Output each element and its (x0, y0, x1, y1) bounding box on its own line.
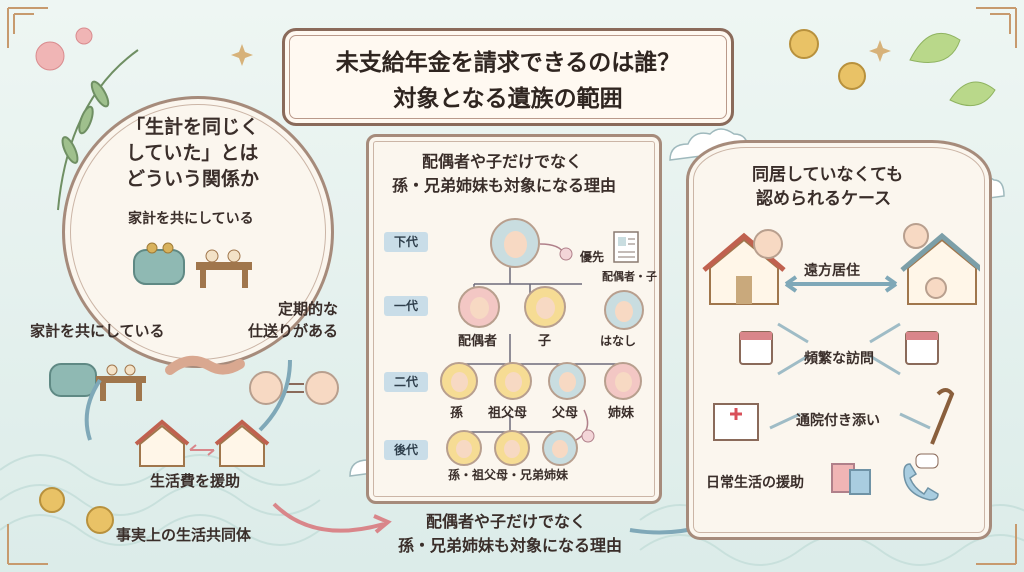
cases-illustration (702, 223, 980, 501)
right-heading-2: 認められるケース (756, 189, 892, 209)
support-flow-illustration (49, 355, 339, 467)
circle-heading-2: していた」とは (126, 142, 259, 164)
generation-tag-1: 下代 (384, 232, 428, 252)
document-label: 配偶者・子 (602, 270, 657, 283)
remittance-label-1: 定期的な (278, 300, 339, 318)
remittance-label-2: 仕送りがある (248, 322, 339, 340)
daily-support-label: 日常生活の援助 (706, 475, 804, 491)
right-heading-1: 同居していなくても (752, 165, 904, 185)
bottom-caption-2: 孫・兄弟姉妹も対象になる理由 (398, 536, 623, 555)
living-support-label: 生活費を援助 (150, 472, 241, 490)
child-label: 子 (538, 334, 552, 349)
circle-heading-1: 「生計を同じく (126, 116, 260, 138)
generation-tag-3: 二代 (384, 372, 428, 392)
wallet-and-table-icon (133, 242, 252, 288)
title-banner: 未支給年金を請求できるのは誰？ 対象となる遺族の範囲 (282, 28, 734, 126)
spouse-label: 配偶者 (458, 334, 498, 349)
document-icon (613, 231, 639, 263)
middle-heading-2: 孫・兄弟姉妹も対象になる理由 (392, 176, 617, 195)
grandchild-avatar (440, 362, 478, 400)
generation-tag-4: 後代 (384, 440, 428, 460)
generation-tag-2: 一代 (384, 296, 428, 316)
grandparents-label: 祖父母 (488, 406, 528, 421)
bottom-avatar-1 (446, 430, 482, 466)
far-residence-label: 遠方居住 (804, 263, 860, 279)
child-avatar (524, 286, 566, 328)
hanashi-avatar (604, 290, 644, 330)
circle-caption: 家計を共にしている (128, 211, 254, 227)
middle-heading-1: 配偶者や子だけでなく (422, 152, 583, 171)
definition-circle (62, 96, 334, 368)
grandchild-label: 孫 (450, 406, 464, 421)
bottom-avatar-3 (542, 430, 578, 466)
bottom-caption-1: 配偶者や子だけでなく (426, 512, 587, 531)
title-line-1: 未支給年金を請求できるのは誰？ (335, 50, 681, 76)
parents-label: 父母 (552, 406, 579, 421)
hanashi-label: はなし (600, 334, 637, 348)
shared-household-label: 家計を共にしている (30, 322, 165, 340)
non-cohabiting-cases-panel (686, 140, 992, 540)
title-line-2: 対象となる遺族の範囲 (393, 86, 623, 112)
bottom-generation-label: 孫・祖父母・兄弟姉妹 (448, 468, 569, 482)
sibling-avatar (604, 362, 642, 400)
siblings-label: 姉妹 (608, 406, 635, 421)
grandparents-avatar (494, 362, 532, 400)
frequent-visits-label: 頻繁な訪問 (804, 351, 874, 367)
priority-label: 優先 (580, 250, 605, 264)
spouse-avatar (458, 286, 500, 328)
circle-heading-3: どういう関係か (126, 168, 260, 190)
hospital-escort-label: 通院付き添い (796, 413, 880, 429)
parents-avatar (548, 362, 586, 400)
de-facto-community-label: 事実上の生活共同体 (116, 526, 252, 544)
bottom-avatar-2 (494, 430, 530, 466)
ancestor-avatar (490, 218, 540, 268)
